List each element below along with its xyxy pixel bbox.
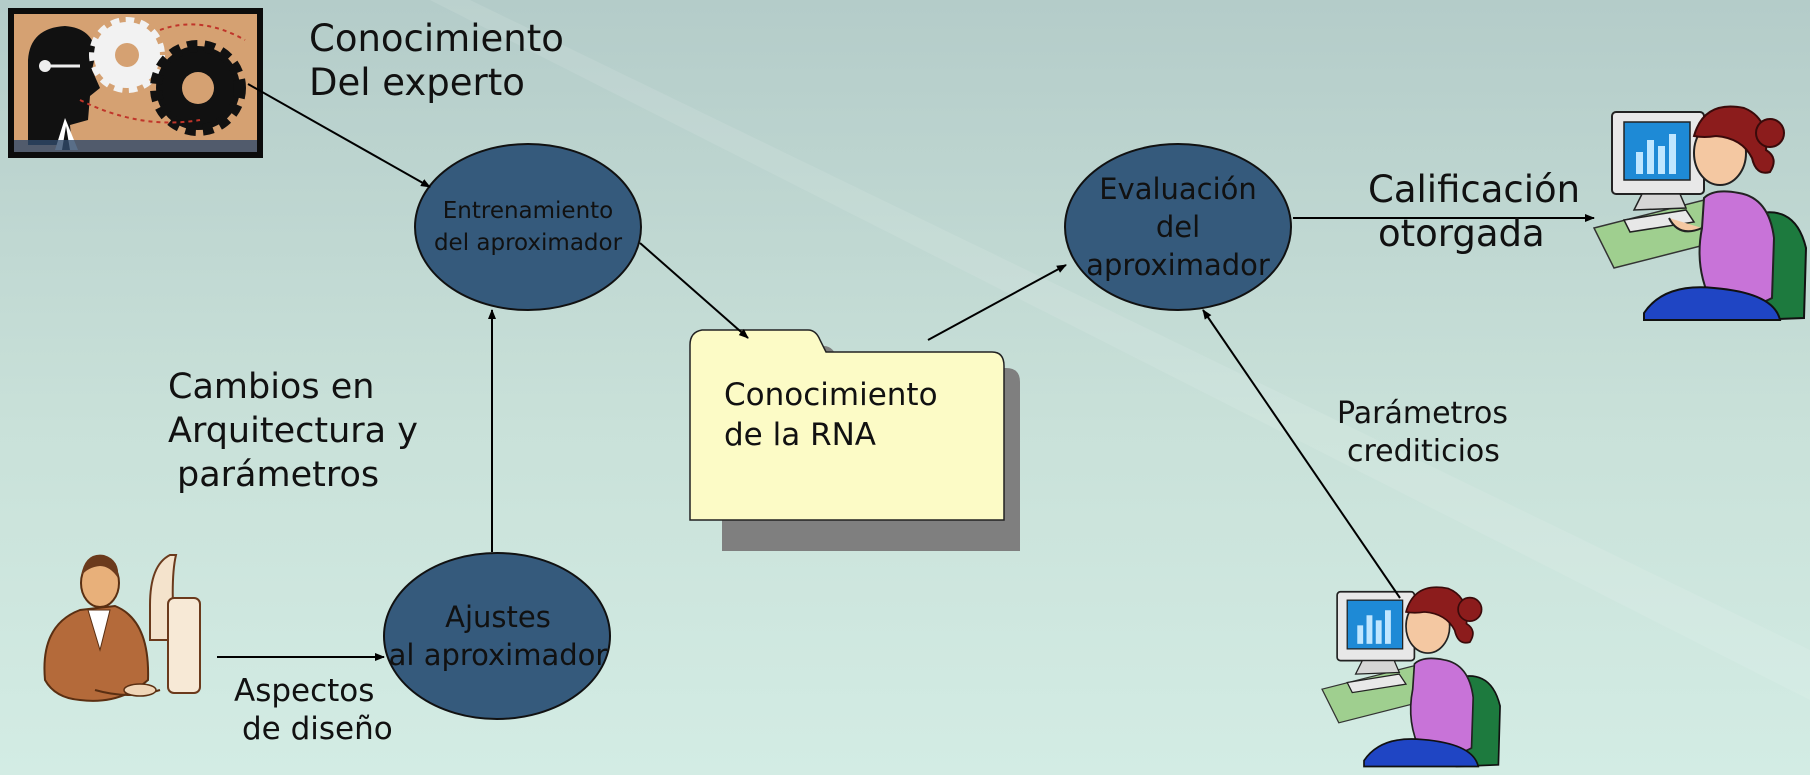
architecture-changes-line: Cambios en: [168, 367, 375, 407]
training-node: [414, 143, 642, 311]
design-aspects-label: Aspectos de diseño: [234, 672, 393, 748]
credit-params-line: crediticios: [1347, 434, 1500, 469]
design-aspects-line: Aspectos: [234, 673, 375, 709]
architecture-changes-label: Cambios en Arquitectura y parámetros: [168, 365, 418, 497]
arrow-training-to-folder: [639, 242, 749, 339]
evaluation-node-label: Evaluación del aproximador: [1060, 170, 1296, 284]
evaluation-node: [1064, 143, 1292, 311]
credit-params-label: Parámetros crediticios: [1337, 395, 1508, 471]
adjustments-label-line: Ajustes: [445, 600, 551, 634]
background-streak: [430, 0, 1810, 700]
adjustments-label-line: al aproximador: [388, 638, 608, 672]
credit-params-line: Parámetros: [1337, 396, 1508, 431]
architecture-changes-line: Arquitectura y: [168, 411, 418, 451]
architecture-changes-line: parámetros: [177, 455, 380, 495]
evaluation-label-line: aproximador: [1086, 248, 1270, 282]
folder-label-line: Conocimiento: [724, 377, 938, 413]
arrow-folder-to-evaluation: [927, 264, 1067, 341]
arrow-user-to-evaluation: [1202, 309, 1401, 599]
expert-knowledge-line: Del experto: [309, 61, 525, 104]
evaluation-label-line: Evaluación: [1099, 172, 1257, 206]
folder-label: Conocimiento de la RNA: [724, 375, 938, 455]
rating-line: Calificación: [1368, 168, 1581, 211]
rating-label: Calificación otorgada: [1368, 168, 1580, 256]
designer-at-computer-icon: [43, 554, 201, 702]
adjustments-node-label: Ajustes al aproximador: [378, 598, 618, 674]
woman-at-computer-icon: [1321, 586, 1501, 768]
training-node-label: Entrenamiento del aproximador: [415, 195, 641, 259]
woman-at-computer-icon: [1592, 105, 1808, 322]
adjustments-node: [383, 552, 611, 720]
training-label-line: Entrenamiento: [442, 198, 614, 224]
arrow-expert-to-training: [247, 83, 431, 188]
expert-knowledge-line: Conocimiento: [309, 17, 564, 60]
folder-label-line: de la RNA: [724, 417, 877, 453]
expert-knowledge-label: Conocimiento Del experto: [309, 17, 564, 105]
rating-line: otorgada: [1378, 212, 1545, 255]
training-label-line: del aproximador: [433, 230, 623, 256]
expert-gears-icon: [8, 8, 263, 158]
knowledge-folder: [689, 329, 1020, 551]
design-aspects-line: de diseño: [242, 711, 393, 747]
evaluation-label-line: del: [1155, 210, 1201, 244]
